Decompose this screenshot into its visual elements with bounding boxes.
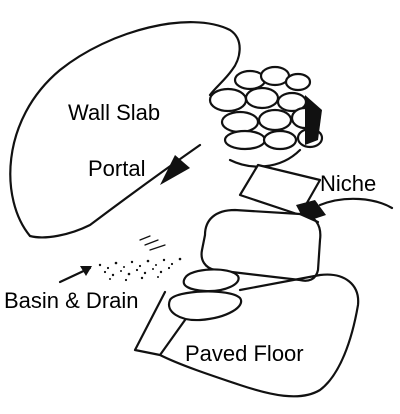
niche-edge xyxy=(298,212,320,224)
stepping-stone-2 xyxy=(167,290,243,322)
niche-top-slab xyxy=(238,163,322,217)
wall-slab-outline xyxy=(9,21,302,239)
label-paved-floor: Paved Floor xyxy=(185,341,304,366)
niche-wall-line xyxy=(318,197,394,210)
basin-stipple xyxy=(98,257,182,282)
portal-shape xyxy=(160,155,190,185)
basin-hatch xyxy=(139,235,166,251)
stepping-stone-1 xyxy=(182,268,240,293)
label-wall-slab: Wall Slab xyxy=(68,100,161,125)
paved-floor-outline xyxy=(133,273,360,398)
label-niche: Niche xyxy=(320,171,377,196)
label-portal: Portal xyxy=(88,156,146,181)
niche-front-block xyxy=(200,208,322,282)
basin-arrow-head xyxy=(80,266,92,276)
label-basin-drain: Basin & Drain xyxy=(4,288,139,313)
stone-shadow xyxy=(305,95,322,145)
